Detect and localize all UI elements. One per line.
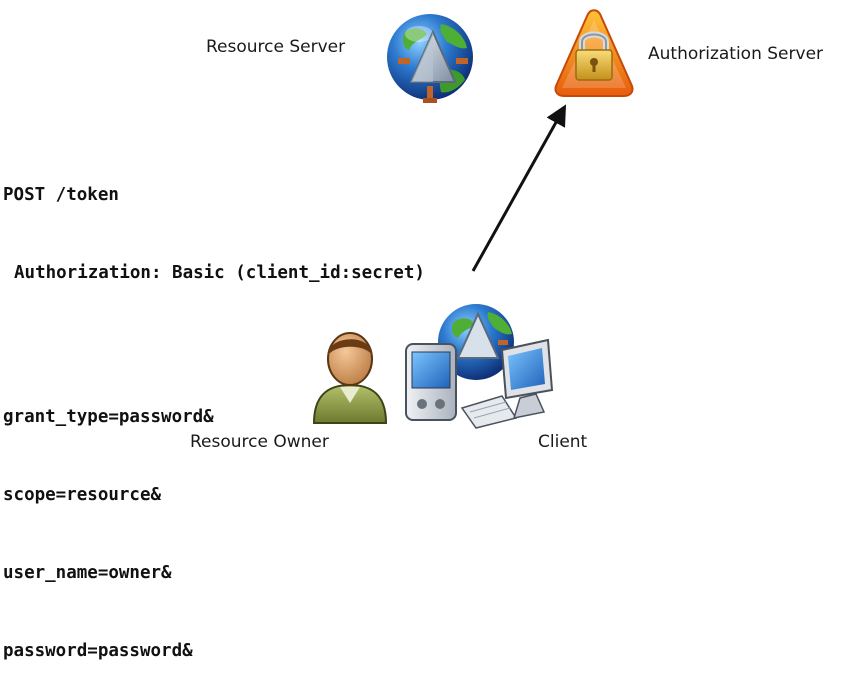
request-method-line: POST /token: [3, 185, 119, 205]
client-label: Client: [538, 432, 588, 452]
resource-owner-label: Resource Owner: [190, 432, 329, 452]
user-icon: [312, 332, 388, 424]
request-param-password: password=password&: [3, 641, 193, 661]
request-param-user-name: user_name=owner&: [3, 563, 172, 583]
request-param-scope: scope=resource&: [3, 485, 162, 505]
request-arrow: [471, 104, 567, 272]
globe-server-icon: [387, 14, 473, 103]
authorization-server-label: Authorization Server: [648, 44, 824, 64]
request-auth-header: Authorization: Basic (client_id:secret): [14, 263, 425, 283]
padlock-warning-icon: [554, 9, 634, 97]
request-param-grant-type: grant_type=password&: [3, 407, 214, 427]
resource-server-label: Resource Server: [206, 37, 346, 57]
client-devices-icon: [405, 304, 554, 429]
